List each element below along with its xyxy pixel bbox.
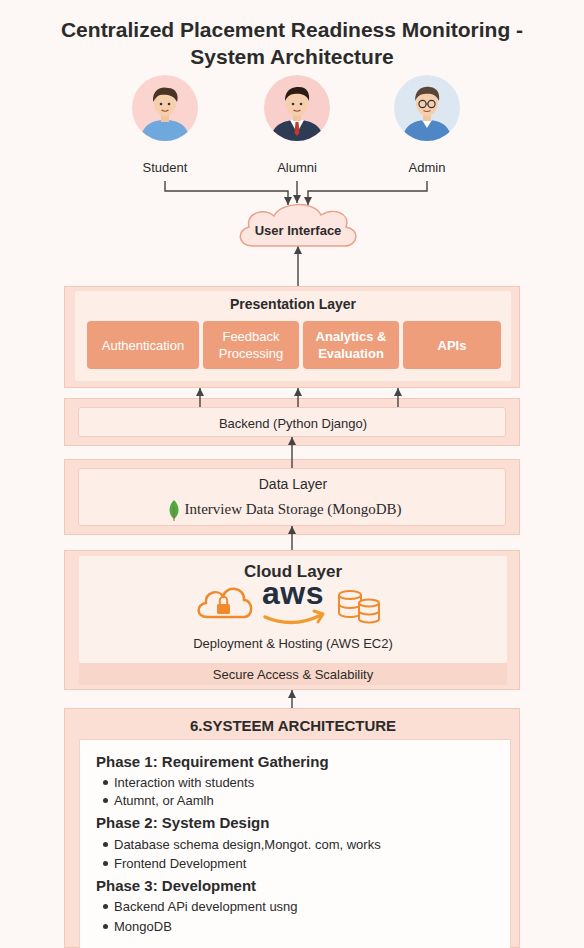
bullet-dot <box>103 798 108 803</box>
bullet-text: Frontend Development <box>114 855 246 872</box>
process-box: Feedback Processing <box>203 321 299 369</box>
flow-arrow <box>165 181 288 205</box>
backend-box: Backend (Python Django) <box>78 407 506 437</box>
bullet-dot <box>103 904 108 909</box>
heading-text: APIs <box>407 337 497 354</box>
flow-arrow <box>296 181 297 203</box>
security-strip: Secure Access & Scalability <box>79 663 507 685</box>
process-box: Analytics & Evaluation <box>303 321 399 369</box>
heading-text: User Interface <box>232 222 364 239</box>
flow-arrow <box>291 690 292 708</box>
node-text: Interview Data Storage (MongoDB) <box>79 499 507 519</box>
node-text: Data Layer <box>79 475 507 493</box>
node-text: Backend (Python Django) <box>83 415 503 432</box>
node-text: Authentication <box>91 337 195 354</box>
node-text: Student <box>120 159 210 176</box>
flow-arrow <box>297 246 298 286</box>
alumni-avatar <box>264 75 330 141</box>
admin-avatar <box>394 75 460 141</box>
bullet-text: MongoDB <box>114 918 172 935</box>
process-box: Authentication <box>87 321 199 369</box>
node-text: Admin <box>382 159 472 176</box>
heading-text: Presentation Layer <box>65 295 521 313</box>
section-band: 6.SYSTEEM ARCHITECTURE Phase 1: Requireme… <box>64 708 520 948</box>
flow-arrow <box>199 388 200 407</box>
flow-arrow <box>297 388 298 407</box>
heading-text: Phase 2: System Design <box>96 813 269 833</box>
cloud-layer-band: Cloud LayerDeployment & Hosting (AWS EC2… <box>64 550 520 690</box>
heading-text: Phase 1: Requirement Gathering <box>96 752 329 772</box>
logo-text: aws <box>65 575 521 612</box>
node-text: Alumni <box>252 159 342 176</box>
mongodb-leaf <box>168 499 180 521</box>
heading-text: Analytics & Evaluation <box>307 328 395 362</box>
phase-panel: Phase 1: Requirement GatheringInteractio… <box>79 739 511 948</box>
node-text: Deployment & Hosting (AWS EC2) <box>65 635 521 652</box>
bullet-text: Atumnt, or Aamlh <box>114 792 214 809</box>
layer-band: Presentation LayerAuthentication Feedback… <box>64 286 520 388</box>
heading-text: Phase 3: Development <box>96 876 256 896</box>
heading-text: 6.SYSTEEM ARCHITECTURE <box>65 716 521 736</box>
node-text: Feedback Processing <box>207 328 295 362</box>
actor-avatar: Student <box>120 75 210 179</box>
student-avatar <box>132 75 198 141</box>
bullet-dot <box>103 842 108 847</box>
flow-arrow <box>291 437 292 468</box>
diagram-title: Centralized Placement Readiness Monitori… <box>40 16 544 70</box>
flow-arrow <box>291 526 292 550</box>
actor-avatar: Admin <box>382 75 472 179</box>
node-text: Secure Access & Scalability <box>83 666 503 683</box>
actor-avatar: Alumni <box>252 75 342 179</box>
interface-cloud: User Interface <box>232 198 364 250</box>
bullet-text: Database schema design,Mongot. com, work… <box>114 836 381 853</box>
bullet-text: Interaction with students <box>114 774 254 791</box>
bullet-dot <box>103 861 108 866</box>
bullet-dot <box>103 924 108 929</box>
process-box: APIs <box>403 321 501 369</box>
bullet-dot <box>103 780 108 785</box>
data-layer-box: Data LayerInterview Data Storage (MongoD… <box>78 468 506 526</box>
bullet-text: Backend APi development usng <box>114 898 298 915</box>
flow-arrow <box>397 388 398 407</box>
flow-arrow <box>308 181 427 205</box>
